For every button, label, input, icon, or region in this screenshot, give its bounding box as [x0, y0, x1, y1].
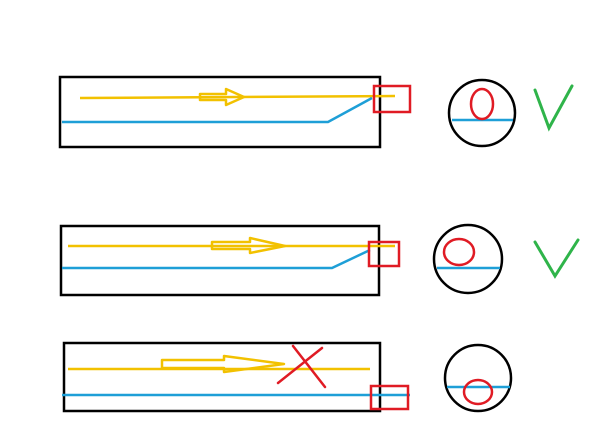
- highlight-box-icon: [367, 240, 401, 268]
- pipe-rect: [62, 341, 382, 413]
- row-3: [62, 341, 513, 413]
- circle-section-icon: [447, 78, 517, 148]
- highlight-box-icon: [372, 84, 412, 114]
- flow-arrow-icon: [210, 236, 287, 255]
- flow-arrow-icon: [160, 354, 286, 374]
- blue-line: [62, 96, 373, 124]
- yellow-line: [79, 94, 396, 100]
- row-2: [59, 223, 580, 297]
- highlight-box-icon: [369, 384, 410, 411]
- circle-section-icon: [432, 223, 504, 295]
- cross-icon: [276, 344, 327, 389]
- row-1: [58, 75, 574, 149]
- circle-section-icon: [443, 343, 513, 413]
- check-icon: [533, 238, 580, 279]
- blue-line: [62, 248, 371, 270]
- pipe-rect: [59, 224, 381, 297]
- check-icon: [533, 84, 574, 132]
- flow-arrow-icon: [198, 87, 246, 107]
- pipe-rect: [58, 75, 382, 149]
